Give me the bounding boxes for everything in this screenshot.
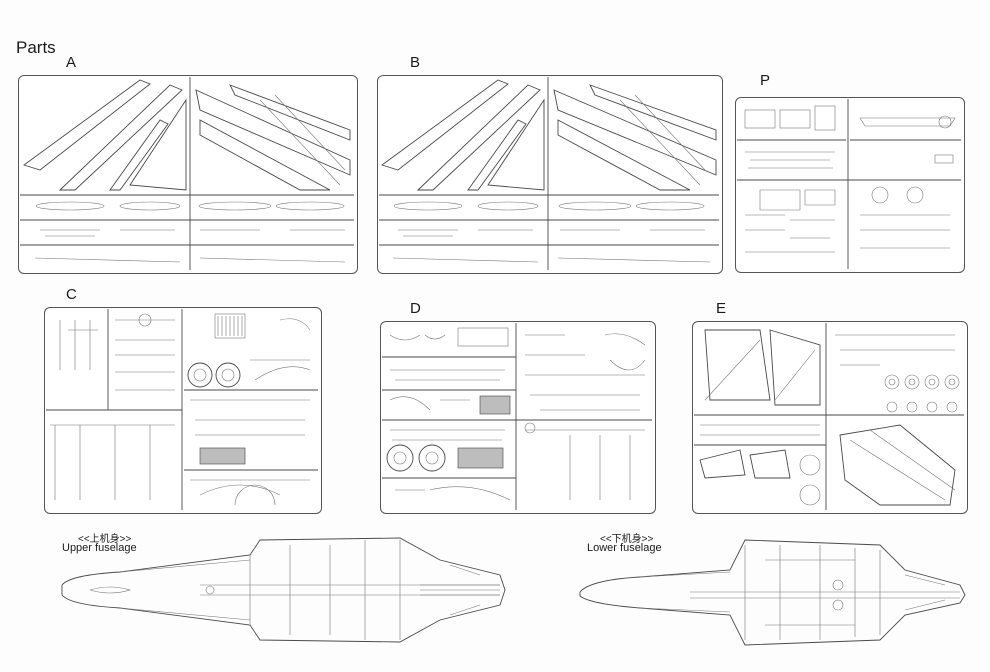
sprue-d-parts [382,323,652,510]
sprue-c-frame [44,307,322,514]
lower-fuselage-caption: Lower fuselage [587,542,662,554]
lower-fuselage-drawing [579,539,966,646]
sprue-label-a: A [66,54,77,71]
sprue-label-b: B [410,54,421,71]
lower-fuselage-caption-cn: <<下机身>> [600,534,654,545]
sprue-label-e: E [716,300,727,317]
sprue-label-d: D [410,300,421,317]
sprue-label-c: C [66,286,77,303]
upper-fuselage-caption: Upper fuselage [62,542,137,554]
sprue-b-parts [379,77,719,270]
sprue-d-frame [380,321,656,514]
page-title: Parts [16,38,56,57]
upper-fuselage-drawing [61,537,506,643]
sprue-p-frame [735,97,965,273]
upper-fuselage-caption-cn: <<上机身>> [78,534,132,545]
sprue-label-p: P [760,72,771,89]
sprue-a-parts [20,77,354,270]
sprue-e-frame [692,321,968,514]
sprue-p-parts [737,99,961,269]
sprue-e-parts [694,323,964,510]
sprue-c-parts [46,309,318,510]
